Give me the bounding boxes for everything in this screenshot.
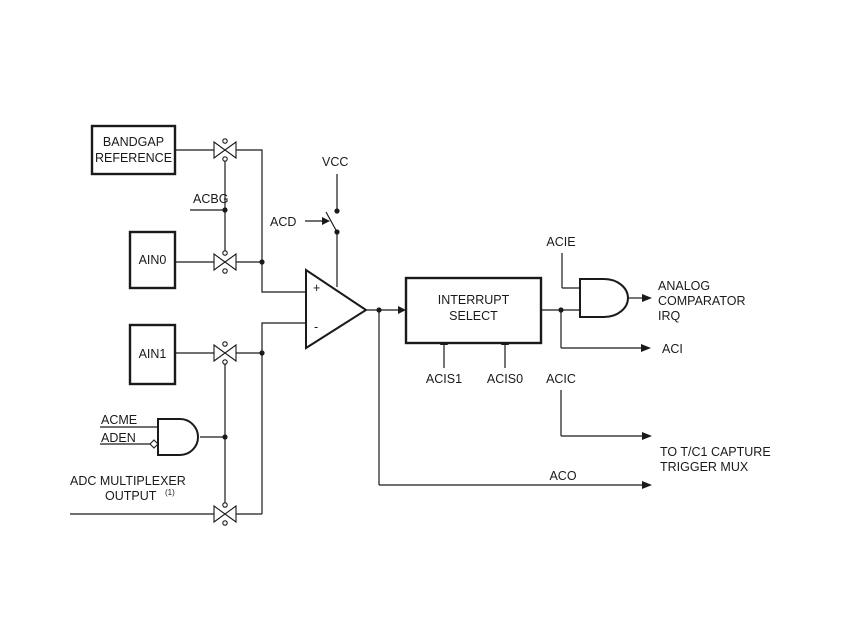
- comparator-plus-label: +: [313, 281, 320, 295]
- ain0-block: AIN0: [128, 230, 177, 290]
- acis0-label: ACIS0: [487, 372, 523, 386]
- switch-ain1: [213, 341, 237, 365]
- aco-arrow-icon: [642, 481, 652, 489]
- acic-label: ACIC: [546, 372, 576, 386]
- interrupt-input-arrow-icon: [398, 306, 406, 314]
- acme-label: ACME: [101, 413, 137, 427]
- arrowheads: [322, 217, 652, 489]
- aco-label: ACO: [549, 469, 576, 483]
- aden-label: ADEN: [101, 431, 136, 445]
- bandgap-reference-block: BANDGAP REFERENCE: [90, 124, 177, 176]
- comparator: + -: [305, 268, 368, 350]
- acme-aden-gate: [149, 418, 199, 456]
- aci-label: ACI: [662, 342, 683, 356]
- bandgap-label-line1: BANDGAP: [103, 135, 164, 149]
- switch-adc-mux: [213, 502, 237, 526]
- irq-arrow-icon: [642, 294, 652, 302]
- acd-label: ACD: [270, 215, 296, 229]
- bandgap-label-line2: REFERENCE: [95, 151, 172, 165]
- aden-inversion-icon: [149, 439, 159, 449]
- ain1-block: AIN1: [128, 323, 177, 386]
- interrupt-select-line1: INTERRUPT: [438, 293, 510, 307]
- capture-label-line2: TRIGGER MUX: [660, 460, 749, 474]
- acie-label: ACIE: [546, 235, 575, 249]
- ain1-label: AIN1: [139, 347, 167, 361]
- acis1-label: ACIS1: [426, 372, 462, 386]
- ain0-label: AIN0: [139, 253, 167, 267]
- adc-mux-footnote: (1): [165, 488, 175, 497]
- signal-labels: ACBG VCC ACD ACME ADEN ADC MULTIPLEXER O…: [70, 155, 683, 503]
- interrupt-select-block: INTERRUPT SELECT: [404, 276, 543, 345]
- capture-arrow-icon: [642, 432, 652, 440]
- acbg-label: ACBG: [193, 192, 228, 206]
- aci-arrow-icon: [641, 344, 651, 352]
- irq-label-line1: ANALOG: [658, 279, 710, 293]
- irq-label-line3: IRQ: [658, 309, 681, 323]
- irq-and-gate: [579, 278, 629, 318]
- irq-label-line2: COMPARATOR: [658, 294, 746, 308]
- vcc-label: VCC: [322, 155, 348, 169]
- switch-bandgap: [213, 138, 237, 162]
- switch-ain0: [213, 250, 237, 274]
- adc-mux-label-line1: ADC MULTIPLEXER: [70, 474, 186, 488]
- comparator-minus-label: -: [314, 320, 318, 334]
- capture-label-line1: TO T/C1 CAPTURE: [660, 445, 771, 459]
- junctions: [222, 207, 564, 440]
- acd-arrow-icon: [322, 217, 330, 225]
- interrupt-select-line2: SELECT: [449, 309, 498, 323]
- adc-mux-label-line2: OUTPUT: [105, 489, 157, 503]
- output-labels: ANALOG COMPARATOR IRQ TO T/C1 CAPTURE TR…: [658, 279, 771, 474]
